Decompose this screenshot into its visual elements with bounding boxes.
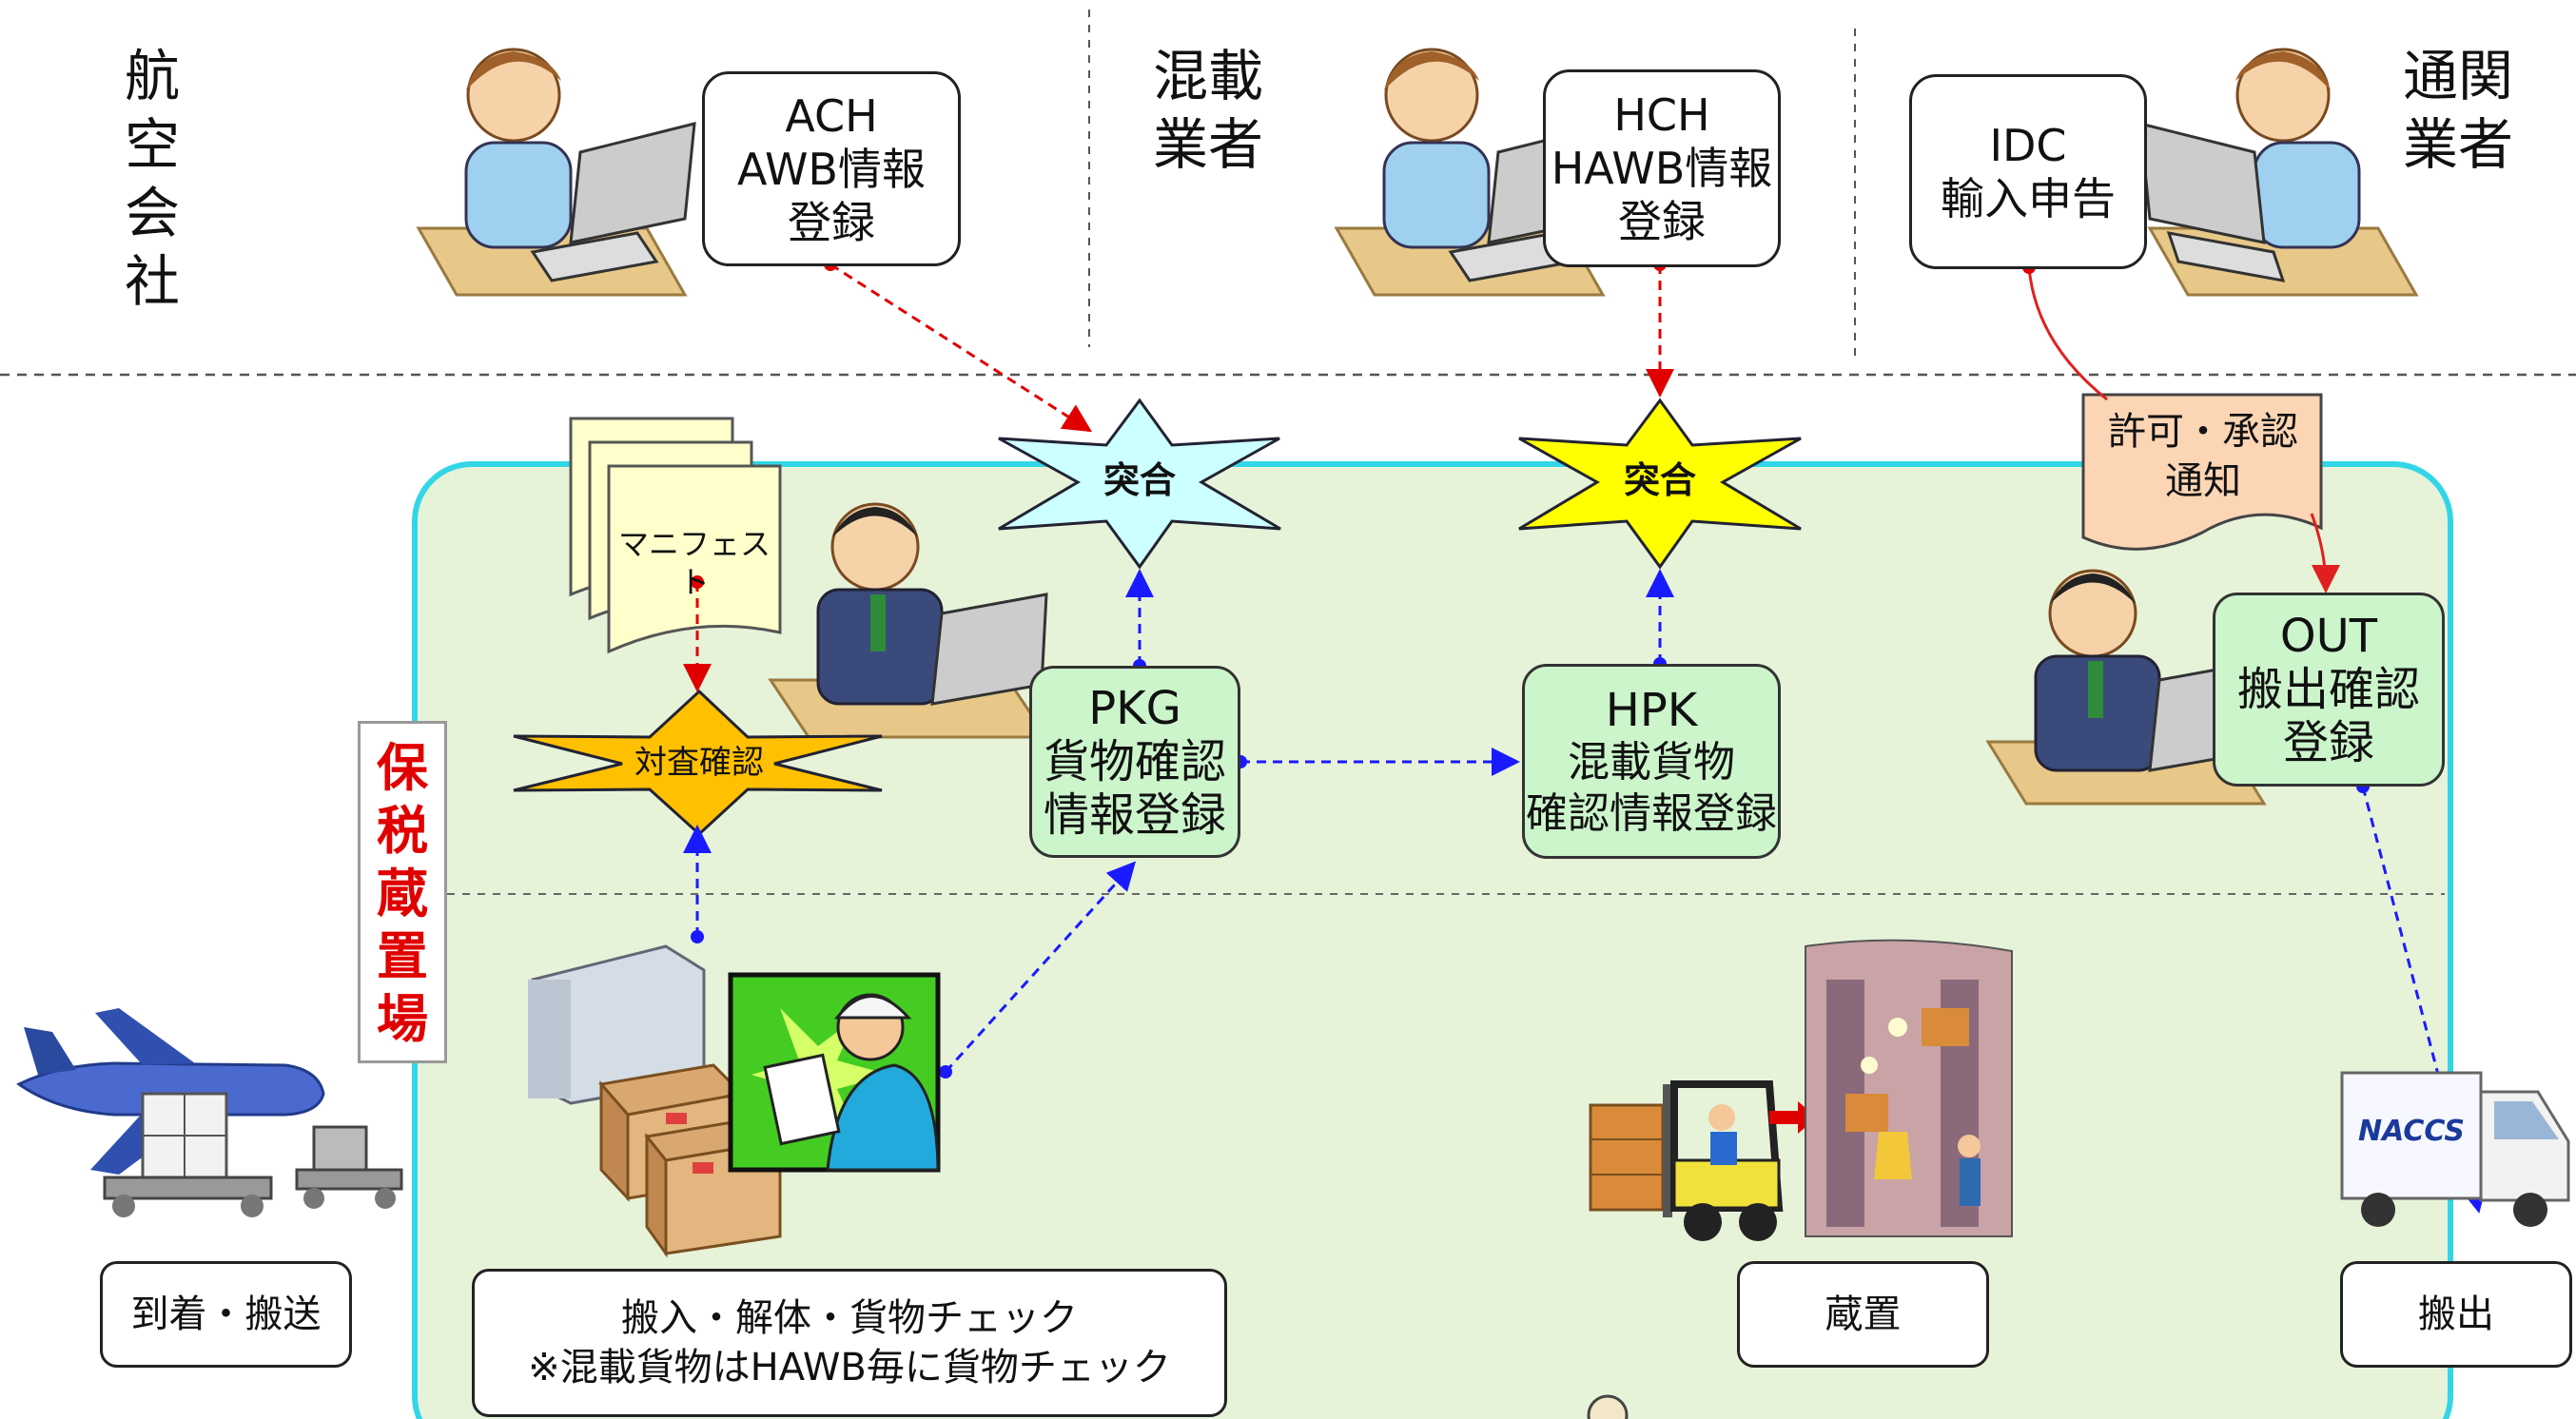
pkg-desc: 貨物確認 (1043, 735, 1226, 788)
hch-action: 登録 (1618, 196, 1706, 247)
hch-code: HCH (1613, 89, 1710, 141)
bonded-area-char: 場 (377, 989, 428, 1049)
role-forwarder: 混載 業者 (1142, 42, 1275, 179)
role-customs-broker: 通関 業者 (2391, 42, 2525, 179)
bonded-area-char: 置 (377, 926, 428, 986)
hpk-desc: 混載貨物 (1568, 737, 1735, 787)
bonded-area-char: 保 (377, 738, 428, 798)
out-code: OUT (2279, 610, 2378, 663)
hpk-step-box: HPK 混載貨物 確認情報登録 (1522, 664, 1781, 859)
role-forwarder-line: 業者 (1152, 112, 1263, 177)
out-step-box: OUT 搬出確認 登録 (2213, 593, 2445, 787)
hch-desc: HAWB情報 (1551, 143, 1773, 194)
worker-checklist-icon (728, 972, 941, 1173)
ach-desc: AWB情報 (737, 143, 926, 195)
bottom-marker-icon (1587, 1394, 1629, 1419)
stage-receiving-label: 搬入・解体・貨物チェック ※混載貨物はHAWB毎に貨物チェック (472, 1269, 1227, 1417)
stage-receiving-line1: 搬入・解体・貨物チェック (621, 1296, 1078, 1340)
permit-notice-line1: 許可・承認 (2108, 410, 2298, 454)
hpk-code: HPK (1605, 683, 1698, 737)
cargo-container-icon (528, 944, 783, 1258)
hpk-action: 確認情報登録 (1526, 788, 1777, 838)
bonded-area-label: 保 税 蔵 置 場 (358, 721, 447, 1063)
check-star-label: 対査確認 (634, 744, 764, 782)
stage-storage-label: 蔵置 (1737, 1261, 1989, 1368)
role-airline-char: 会 (124, 181, 180, 245)
pkg-action: 情報登録 (1043, 788, 1226, 842)
idc-declaration-box: IDC 輸入申告 (1909, 74, 2147, 269)
bonded-area-char: 税 (377, 801, 428, 861)
permit-notice-line2: 通知 (2165, 459, 2241, 503)
role-airline-char: 社 (124, 249, 180, 314)
forklift-icon (1589, 1080, 1817, 1241)
role-customs-broker-line: 通関 (2402, 44, 2513, 108)
bonded-area-char: 蔵 (377, 864, 428, 923)
idc-desc: 輸入申告 (1941, 172, 2116, 224)
stage-delivery-label: 搬出 (2340, 1261, 2572, 1368)
ach-registration-box: ACH AWB情報 登録 (702, 71, 961, 266)
pkg-code: PKG (1088, 682, 1181, 735)
match-star-1-label: 突合 (1103, 459, 1176, 501)
match-star-2 (1518, 398, 1802, 570)
role-customs-broker-line: 業者 (2402, 112, 2513, 177)
warehouse-icon (1805, 939, 2013, 1237)
stage-storage-text: 蔵置 (1825, 1293, 1902, 1336)
ach-action: 登録 (788, 196, 875, 248)
permit-notice-text: 許可・承認 通知 (2085, 407, 2321, 506)
woman-at-laptop-icon (416, 48, 696, 297)
match-star-2-label: 突合 (1623, 459, 1696, 501)
ach-code: ACH (785, 89, 878, 142)
cargo-cart-icon (103, 1092, 403, 1217)
out-action: 登録 (2282, 716, 2374, 769)
stage-arrival-label: 到着・搬送 (100, 1261, 352, 1368)
role-airline-char: 航 (124, 44, 180, 108)
truck-brand-text: NACCS (2358, 1115, 2465, 1148)
role-airline: 航 空 会 社 (119, 42, 185, 316)
stage-arrival-text: 到着・搬送 (130, 1293, 322, 1336)
match-star-1 (998, 398, 1281, 570)
role-forwarder-line: 混載 (1152, 44, 1263, 108)
hch-registration-box: HCH HAWB情報 登録 (1543, 69, 1781, 267)
manifest-label: マニフェスト (617, 526, 771, 600)
out-desc: 搬出確認 (2236, 663, 2420, 716)
woman-at-laptop-icon (2138, 48, 2419, 297)
man-at-laptop-icon (768, 502, 1049, 739)
pkg-step-box: PKG 貨物確認 情報登録 (1029, 666, 1240, 858)
truck-icon (2340, 1071, 2570, 1227)
stage-receiving-line2: ※混載貨物はHAWB毎に貨物チェック (528, 1346, 1171, 1390)
idc-code: IDC (1989, 119, 2067, 171)
document-stack-icon (569, 417, 782, 654)
permit-note-shape (2081, 393, 2323, 551)
stage-delivery-text: 搬出 (2418, 1293, 2494, 1336)
role-airline-char: 空 (124, 112, 180, 177)
